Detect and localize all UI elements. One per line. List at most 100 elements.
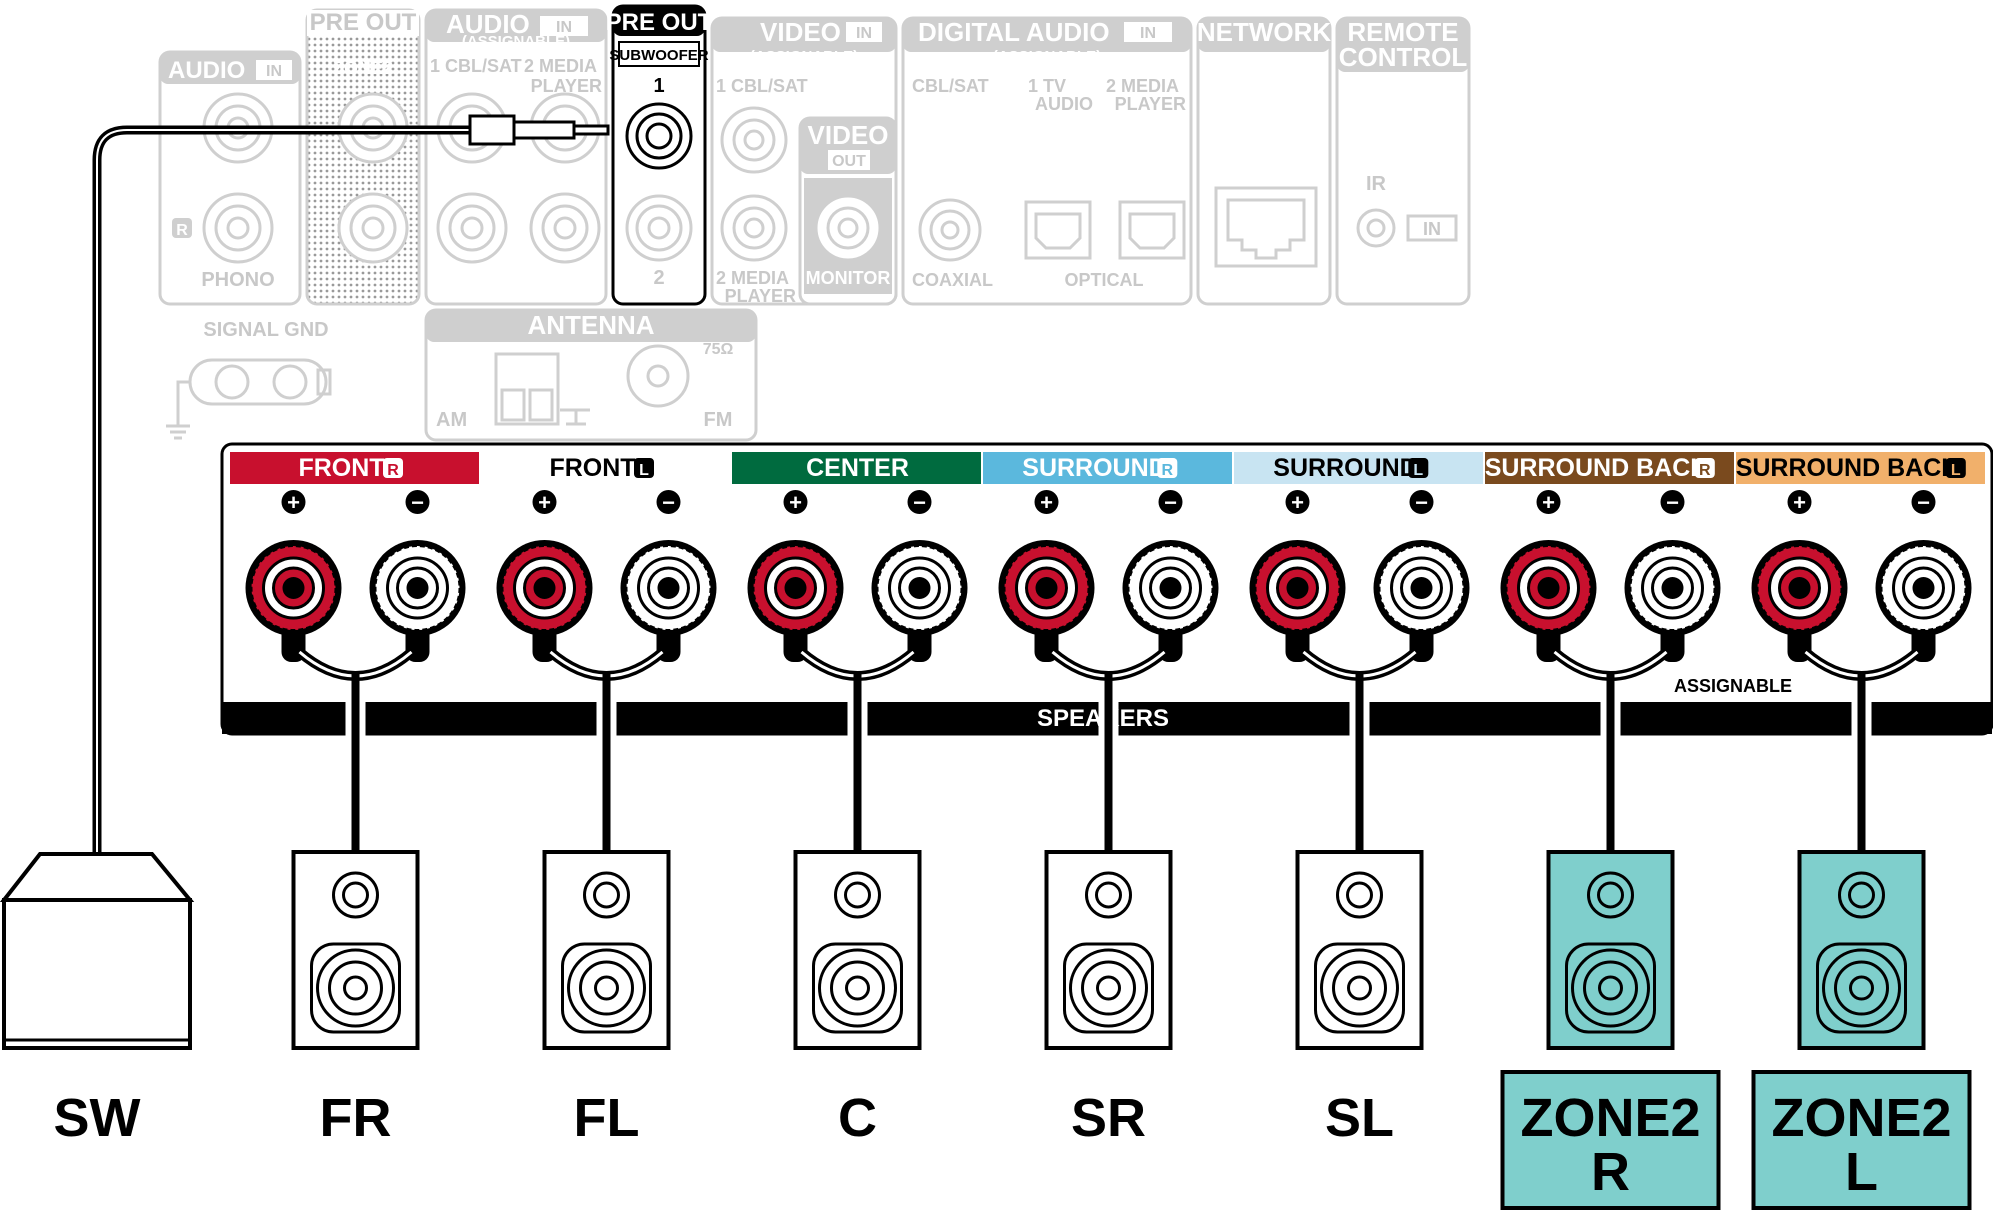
speaker-label: C — [838, 1088, 877, 1148]
remote-title-line2: CONTROL — [1339, 42, 1468, 72]
binding-post-icon[interactable] — [998, 540, 1095, 662]
ir-label: IR — [1366, 173, 1387, 195]
optical-2-label: 2 MEDIA — [1106, 76, 1179, 96]
sw-port-2-label: 2 — [653, 267, 664, 289]
polarity-label: + — [1291, 490, 1304, 515]
in-tag: IN — [1140, 25, 1156, 42]
channel-badge: R — [1699, 462, 1711, 479]
rca-jack-icon — [625, 194, 693, 262]
binding-post-icon[interactable] — [1122, 540, 1219, 662]
signal-gnd-section: SIGNAL GND — [166, 319, 332, 440]
binding-post-icon[interactable] — [620, 540, 717, 662]
phono-label: PHONO — [201, 269, 274, 291]
coaxial-label: COAXIAL — [912, 270, 993, 290]
antenna-title: ANTENNA — [527, 310, 654, 340]
polarity-label: + — [538, 490, 551, 515]
rca-jack-icon — [436, 192, 508, 264]
pre-out-subwoofer-title: PRE OUT — [606, 9, 713, 36]
polarity-label: + — [1793, 490, 1806, 515]
fm-label: FM — [704, 409, 733, 431]
channel-badge: L — [639, 462, 649, 479]
rca-jack-icon — [625, 102, 693, 170]
monitor-label: MONITOR — [806, 268, 891, 288]
rca-jack-icon — [202, 192, 274, 264]
channel-label: SURROUND BACK — [1485, 454, 1709, 482]
ir-jack-icon — [1356, 208, 1396, 248]
rear-panel: AUDIO IN R PHONO PRE OUT ZONE2 — [158, 4, 1471, 442]
minus-sign-icon: − — [1409, 490, 1434, 515]
binding-post-icon[interactable] — [369, 540, 466, 662]
plus-sign-icon: + — [1787, 490, 1812, 515]
optical-2-label-line2: PLAYER — [1115, 94, 1186, 114]
binding-post-icon[interactable] — [1373, 540, 1470, 662]
ohm-label: 75Ω — [703, 341, 734, 358]
audio-in-title: AUDIO — [168, 57, 245, 84]
channel-label: CENTER — [806, 454, 909, 482]
speaker-icon: FR — [291, 850, 420, 1148]
speaker-label: SW — [54, 1088, 141, 1148]
polarity-label: + — [287, 490, 300, 515]
minus-sign-icon: − — [405, 490, 430, 515]
assignable-subtitle: (ASSIGNABLE) — [750, 48, 858, 65]
input-2-label: 2 MEDIA — [716, 268, 789, 288]
zone2-label: ZONE2 — [1771, 1088, 1951, 1148]
video-out-title: VIDEO — [808, 120, 889, 150]
polarity-label: − — [411, 490, 424, 515]
digital-audio-title: DIGITAL AUDIO — [918, 17, 1110, 47]
binding-post-icon[interactable] — [1875, 540, 1972, 662]
optical-1-label-line2: AUDIO — [1035, 94, 1093, 114]
minus-sign-icon: − — [907, 490, 932, 515]
minus-sign-icon: − — [1660, 490, 1685, 515]
binding-post-icon[interactable] — [747, 540, 844, 662]
channel-badge: L — [1951, 462, 1961, 479]
polarity-label: − — [1666, 490, 1679, 515]
zone2-label: ZONE2 — [1520, 1088, 1700, 1148]
minus-sign-icon: − — [656, 490, 681, 515]
binding-post-icon[interactable] — [1624, 540, 1721, 662]
rca-jack-icon — [529, 192, 601, 264]
speaker-label: FR — [320, 1088, 392, 1148]
rca-jack-icon — [918, 198, 982, 262]
network-title: NETWORK — [1197, 17, 1332, 47]
audio-in-phono-section: AUDIO IN R PHONO — [158, 50, 302, 306]
out-tag: OUT — [832, 153, 866, 170]
channel-label: FRONT — [298, 454, 384, 482]
ir-in-label: IN — [1423, 219, 1441, 239]
remote-control-section: REMOTE CONTROL IR IN — [1335, 16, 1471, 306]
binding-post-icon[interactable] — [1249, 540, 1346, 662]
polarity-label: + — [1040, 490, 1053, 515]
subwoofer-cable — [92, 114, 610, 862]
in-tag: IN — [266, 63, 282, 80]
plus-sign-icon: + — [281, 490, 306, 515]
speaker-wires — [351, 672, 1866, 852]
channel-label: SURROUND — [1022, 454, 1166, 482]
coax-input-label: CBL/SAT — [912, 76, 989, 96]
input-1-label: 1 CBL/SAT — [430, 56, 522, 76]
rca-jack-icon — [720, 194, 788, 262]
minus-sign-icon: − — [1158, 490, 1183, 515]
plus-sign-icon: + — [532, 490, 557, 515]
binding-post-icon[interactable] — [245, 540, 342, 662]
digital-audio-in-section: DIGITAL AUDIO IN (ASSIGNABLE) CBL/SAT 1 … — [901, 16, 1193, 306]
binding-post-icon[interactable] — [1751, 540, 1848, 662]
speaker-icon: SR — [1044, 850, 1173, 1148]
input-2-label-line2: PLAYER — [725, 286, 796, 306]
speakers-label: SPEAKERS — [1037, 705, 1169, 732]
binding-post-icon[interactable] — [1500, 540, 1597, 662]
video-title: VIDEO — [760, 17, 841, 47]
in-tag: IN — [856, 25, 872, 42]
binding-post-icon[interactable] — [496, 540, 593, 662]
rca-jack-icon — [337, 92, 409, 164]
pre-out-zone2-section: PRE OUT ZONE2 — [305, 8, 421, 306]
binding-post-icon[interactable] — [871, 540, 968, 662]
channel-badge: R — [387, 462, 399, 479]
